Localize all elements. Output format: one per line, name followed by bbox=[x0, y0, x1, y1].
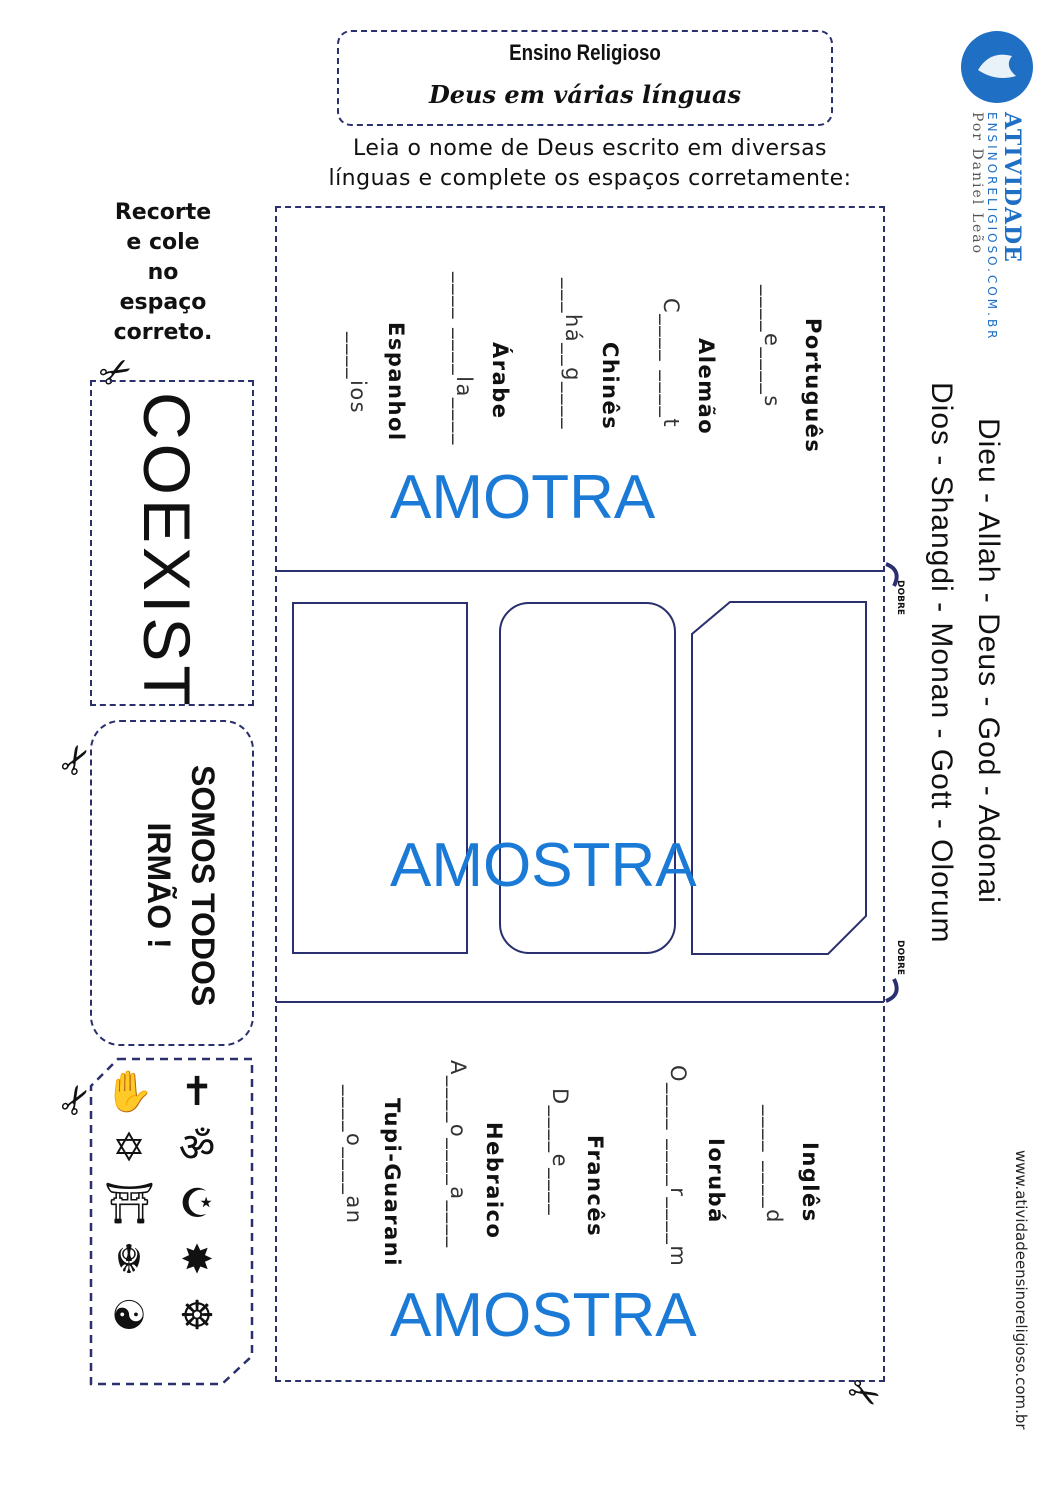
cross-icon: ✝ bbox=[180, 1069, 214, 1115]
recorte-line: correto. bbox=[113, 320, 213, 345]
blank-arabe[interactable]: ____ ____la____ bbox=[452, 272, 476, 446]
brand-author: Por Daniel Leão bbox=[969, 112, 985, 256]
subject-title: Ensino Religioso bbox=[509, 40, 661, 65]
blank-portugues[interactable]: ____e____s bbox=[760, 285, 784, 408]
language-alemao: Alemão bbox=[694, 338, 718, 436]
cutout-symbols[interactable] bbox=[88, 1056, 256, 1388]
recorte-line: espaço bbox=[119, 290, 207, 315]
language-frances: Francês bbox=[583, 1135, 607, 1238]
cutout-coexist[interactable] bbox=[90, 380, 254, 706]
cutout-slogan[interactable] bbox=[90, 720, 254, 1046]
om-icon: ॐ bbox=[178, 1125, 216, 1171]
brand-site: ENSINORELIGIOSO.COM.BR bbox=[985, 112, 999, 342]
symbols-column-left: ✋ ✡ ⛩ ☬ ☯ bbox=[104, 1072, 164, 1352]
fold-line-bottom bbox=[276, 1001, 884, 1003]
blank-alemao[interactable]: C____ ____t bbox=[659, 298, 683, 429]
language-portugues: Português bbox=[801, 318, 825, 454]
language-chines: Chinês bbox=[598, 342, 622, 431]
recorte-line: no bbox=[147, 260, 179, 285]
word-bank-row-1: Dieu - Allah - Deus - God - Adonai bbox=[972, 418, 1005, 904]
torii-icon: ⛩ bbox=[104, 1181, 155, 1227]
main-frame bbox=[275, 206, 885, 1382]
blank-ioruba[interactable]: O____ ____r____m bbox=[666, 1065, 690, 1268]
bahai-star-icon: ✸ bbox=[180, 1237, 214, 1283]
blank-chines[interactable]: ___há__g____ bbox=[561, 278, 585, 431]
brand-block: ATIVIDADE ENSINORELIGIOSO.COM.BR Por Dan… bbox=[969, 112, 1025, 342]
paste-panel-center[interactable] bbox=[499, 602, 676, 954]
blank-hebraico[interactable]: A____o____a____ bbox=[446, 1060, 470, 1249]
language-espanhol: Espanhol bbox=[384, 322, 408, 442]
slogan-line-1: SOMOS TODOS bbox=[185, 765, 221, 1007]
worksheet-title: Deus em várias línguas bbox=[428, 80, 742, 109]
fold-arrow-icon bbox=[885, 978, 899, 1003]
blank-frances[interactable]: D____e____ bbox=[548, 1088, 572, 1217]
coexist-word: COEXIST bbox=[130, 392, 204, 710]
language-hebraico: Hebraico bbox=[482, 1122, 506, 1240]
fold-line-top bbox=[276, 570, 884, 572]
khanda-icon: ☬ bbox=[114, 1237, 144, 1283]
brand-name: ATIVIDADE bbox=[999, 112, 1025, 263]
paste-panel-right[interactable] bbox=[690, 600, 870, 956]
language-ingles: Inglês bbox=[798, 1142, 822, 1223]
fold-arrow-icon bbox=[885, 562, 899, 587]
brand-logo-icon bbox=[961, 31, 1033, 103]
crescent-star-icon: ☪ bbox=[179, 1181, 215, 1227]
instructions: Leia o nome de Deus escrito em diversas … bbox=[290, 134, 890, 194]
instructions-line-1: Leia o nome de Deus escrito em diversas bbox=[352, 136, 828, 161]
watermark-middle: AMOSTRA bbox=[390, 831, 697, 900]
symbols-column-right: ✝ ॐ ☪ ✸ ☸ bbox=[172, 1072, 232, 1352]
watermark-top: AMOTRA bbox=[390, 463, 656, 532]
paste-panel-left[interactable] bbox=[292, 602, 468, 954]
site-url: www.atividadeensinoreligioso.com.br bbox=[1012, 1150, 1030, 1430]
word-bank-row-2: Dios - Shangdi - Monan - Gott - Olorum bbox=[925, 382, 958, 944]
yin-yang-icon: ☯ bbox=[111, 1293, 147, 1339]
watermark-bottom: AMOSTRA bbox=[390, 1281, 697, 1350]
language-arabe: Árabe bbox=[488, 342, 512, 420]
blank-tupi-guarani[interactable]: ____o____an bbox=[342, 1085, 366, 1225]
language-iorubá: Iorubá bbox=[704, 1138, 728, 1224]
instructions-line-2: línguas e complete os espaços corretamen… bbox=[328, 166, 852, 191]
blank-espanhol[interactable]: ____ios bbox=[346, 332, 370, 415]
slogan-line-2: IRMÃO ! bbox=[141, 822, 177, 949]
recorte-line: e cole bbox=[126, 230, 200, 255]
hamsa-icon: ✋ bbox=[104, 1069, 154, 1115]
blank-ingles[interactable]: ____ ____d bbox=[762, 1105, 786, 1225]
fold-label-2: DOBRE bbox=[895, 940, 905, 976]
slogan: SOMOS TODOS IRMÃO ! bbox=[137, 765, 225, 1006]
cut-instructions: Recorte e cole no espaço correto. bbox=[98, 198, 228, 348]
dharma-wheel-icon: ☸ bbox=[179, 1293, 215, 1339]
language-tupi-guarani: Tupi-Guarani bbox=[380, 1098, 404, 1267]
header-box bbox=[337, 30, 833, 126]
star-of-david-icon: ✡ bbox=[112, 1125, 146, 1171]
recorte-line: Recorte bbox=[114, 200, 212, 225]
